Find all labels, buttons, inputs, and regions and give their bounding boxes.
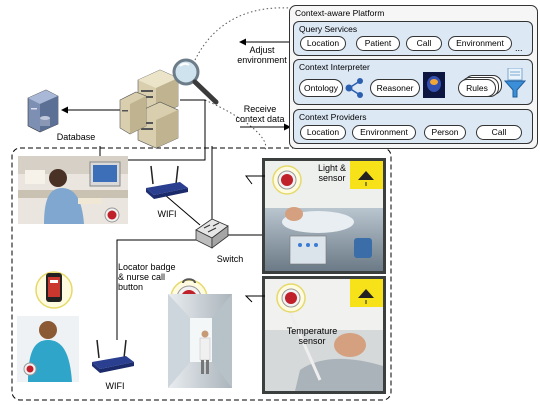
reasoner-pill: Reasoner xyxy=(370,79,420,97)
central-server-icon xyxy=(119,69,179,149)
query-location-pill: Location xyxy=(300,36,346,51)
query-patient-pill: Patient xyxy=(356,36,400,51)
query-services-title: Query Services xyxy=(299,24,358,34)
provider-person-pill: Person xyxy=(424,125,466,140)
magnifier-icon xyxy=(172,58,219,105)
line-switch-wifi xyxy=(116,239,205,340)
ontology-pill: Ontology xyxy=(299,79,343,97)
line-server-switch xyxy=(99,99,206,161)
query-environment-pill: Environment xyxy=(448,36,512,51)
rules-funnel-icon xyxy=(504,68,526,98)
corridor-photo xyxy=(168,294,232,388)
query-call-pill: Call xyxy=(406,36,442,51)
line-wifi-switch xyxy=(164,194,201,226)
switch-label: Switch xyxy=(216,254,244,264)
provider-environment-pill: Environment xyxy=(352,125,416,140)
database-label: Database xyxy=(56,132,96,142)
platform-title: Context-aware Platform xyxy=(295,8,385,18)
rules-stack: Rules xyxy=(458,75,502,97)
rules-pill: Rules xyxy=(458,79,496,97)
context-interpreter-title: Context Interpreter xyxy=(299,62,370,72)
temperature-sensor-label: Temperature sensor xyxy=(286,326,338,346)
wifi-router-top-icon xyxy=(146,165,188,199)
switch-icon xyxy=(195,218,229,249)
brain-head-icon xyxy=(423,72,445,98)
wifi-bottom-label: WIFI xyxy=(105,381,125,391)
provider-location-pill: Location xyxy=(300,125,346,140)
wifi-router-bottom-icon xyxy=(92,339,134,373)
receive-context-label: Receive context data xyxy=(235,104,285,124)
adjust-environment-label: Adjust environment xyxy=(237,45,287,65)
locator-badge-label: Locator badge & nurse call button xyxy=(118,262,176,292)
light-sensor-label: Light & sensor xyxy=(317,163,347,183)
database-server-icon xyxy=(27,89,59,133)
ontology-graph-icon xyxy=(345,78,363,98)
provider-call-pill: Call xyxy=(476,125,522,140)
room-2-panel xyxy=(262,276,386,394)
wifi-top-label: WIFI xyxy=(157,209,177,219)
query-more-ellipsis: ... xyxy=(515,43,523,53)
room-1-panel xyxy=(262,158,386,274)
context-providers-title: Context Providers xyxy=(299,112,367,122)
nurse-station-photo xyxy=(18,156,128,224)
zoom-dotted-line-lower xyxy=(204,99,267,151)
nurse-badge-photo xyxy=(17,316,79,382)
smartphone-icon xyxy=(35,271,73,309)
